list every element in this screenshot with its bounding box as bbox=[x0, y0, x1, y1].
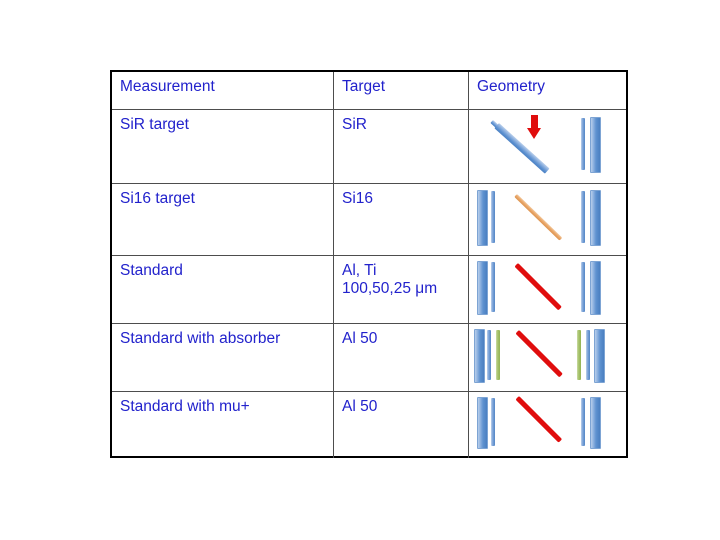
detector-bar-thin-right bbox=[581, 262, 585, 312]
cell-measurement: Standard with absorber bbox=[112, 324, 334, 391]
cell-measurement: SiR target bbox=[112, 110, 334, 183]
cell-target: Al 50 bbox=[334, 324, 469, 391]
detector-bar-thin-right bbox=[586, 330, 590, 380]
table-header-row: Measurement Target Geometry bbox=[112, 72, 626, 110]
cell-target: SiR bbox=[334, 110, 469, 183]
detector-bar-thick-right bbox=[594, 329, 605, 383]
cell-geometry bbox=[469, 256, 626, 323]
detector-bar-thin-right bbox=[581, 398, 585, 446]
target-diagonal-red bbox=[515, 330, 563, 378]
detector-bar-thick-left bbox=[477, 261, 488, 315]
cell-geometry bbox=[469, 324, 626, 391]
cell-target: Al 50 bbox=[334, 392, 469, 458]
detector-bar-thick-right bbox=[590, 190, 601, 246]
cell-target-line1: Al, Ti bbox=[342, 262, 377, 279]
table-row: Standard Al, Ti 100,50,25 μm bbox=[112, 256, 626, 324]
detector-bar-thin-right bbox=[581, 191, 585, 243]
header-measurement: Measurement bbox=[112, 72, 334, 109]
cell-target: Al, Ti 100,50,25 μm bbox=[334, 256, 469, 323]
detector-bar-thick-right bbox=[590, 261, 601, 315]
detector-bar-thin-left bbox=[491, 191, 495, 243]
target-diagonal-tan bbox=[514, 194, 563, 241]
detector-bar-thick-right bbox=[590, 397, 601, 449]
header-geometry: Geometry bbox=[477, 78, 546, 95]
cell-measurement: Si16 target bbox=[112, 184, 334, 255]
cell-measurement: Standard with mu+ bbox=[112, 392, 334, 458]
detector-bar-thick-left bbox=[477, 190, 488, 246]
detector-bar-thin-left bbox=[491, 262, 495, 312]
table-row: Standard with absorber Al 50 bbox=[112, 324, 626, 392]
geometry-configuration-table: Measurement Target Geometry SiR target S… bbox=[110, 70, 628, 458]
cell-target-line2: 100,50,25 μm bbox=[342, 280, 438, 297]
table-row: Standard with mu+ Al 50 bbox=[112, 392, 626, 458]
table-row: SiR target SiR bbox=[112, 110, 626, 184]
target-diagonal-red bbox=[515, 396, 563, 443]
geometry-diagram-muon bbox=[469, 392, 626, 458]
table-row: Si16 target Si16 bbox=[112, 184, 626, 256]
geometry-diagram-standard bbox=[469, 256, 626, 323]
absorber-bar-left bbox=[496, 330, 500, 380]
detector-bar-thick-left bbox=[477, 397, 488, 449]
geometry-diagram-absorber bbox=[469, 324, 626, 391]
detector-bar-thin-left bbox=[487, 330, 491, 380]
detector-bar-thick-right bbox=[590, 117, 601, 173]
geometry-diagram-si16 bbox=[469, 184, 626, 255]
cell-geometry bbox=[469, 184, 626, 255]
cell-geometry bbox=[469, 392, 626, 458]
detector-bar-thin-left bbox=[491, 398, 495, 446]
cell-geometry bbox=[469, 110, 626, 183]
cell-target: Si16 bbox=[334, 184, 469, 255]
target-diagonal-red bbox=[514, 263, 562, 311]
absorber-bar-right bbox=[577, 330, 581, 380]
cell-measurement: Standard bbox=[112, 256, 334, 323]
header-target: Target bbox=[334, 72, 469, 109]
detector-bar-thick-left bbox=[474, 329, 485, 383]
beam-arrow-icon bbox=[527, 115, 542, 140]
detector-bar-thin-right bbox=[581, 118, 585, 170]
geometry-diagram-sir bbox=[469, 110, 626, 183]
